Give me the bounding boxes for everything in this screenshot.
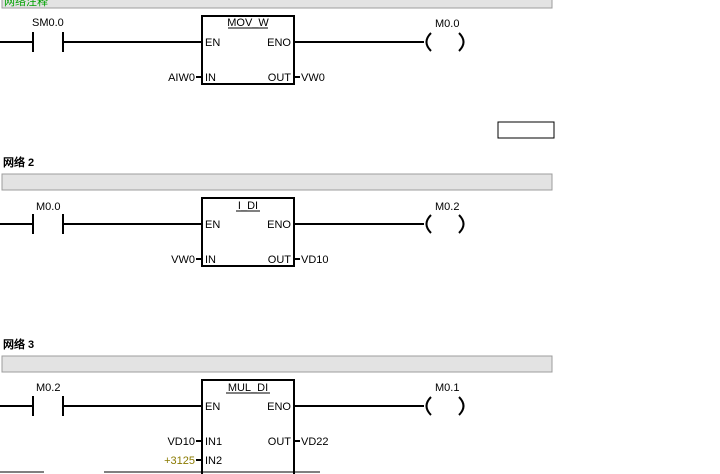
eno-pin: ENO — [267, 37, 291, 49]
eno-pin: ENO — [267, 401, 291, 413]
contact-label: M0.2 — [36, 382, 60, 394]
coil-label: M0.1 — [435, 382, 459, 394]
out-pin: OUT — [268, 436, 292, 448]
en-pin: EN — [205, 401, 220, 413]
in-operand[interactable]: AIW0 — [168, 72, 195, 84]
network-2-comment-bar[interactable] — [1, 173, 553, 191]
box-title: MOV_W — [227, 17, 269, 29]
contact-m0-0[interactable] — [32, 214, 64, 234]
out-operand[interactable]: VD10 — [301, 254, 329, 266]
out-pin: OUT — [268, 72, 292, 84]
in-pin: IN — [205, 254, 216, 266]
contact-label: SM0.0 — [32, 17, 64, 29]
network-3: 网络 3 M0.2 MUL_DI EN ENO IN1 OUT IN2 VD10… — [0, 337, 553, 474]
mul-di-box[interactable]: MUL_DI EN ENO IN1 OUT IN2 — [201, 379, 295, 474]
coil-m0-2[interactable] — [425, 214, 465, 234]
network-2-title[interactable]: 网络 2 — [3, 155, 34, 169]
en-pin: EN — [205, 37, 220, 49]
in2-constant[interactable]: +3125 — [164, 455, 195, 467]
out-operand[interactable]: VW0 — [301, 72, 325, 84]
out-pin: OUT — [268, 254, 292, 266]
network-2: 网络 2 M0.0 I_DI EN ENO IN OUT VW0 VD10 M0… — [0, 155, 553, 267]
network-3-title[interactable]: 网络 3 — [3, 337, 34, 351]
contact-m0-2[interactable] — [32, 396, 64, 416]
in1-pin: IN1 — [205, 436, 222, 448]
in1-operand[interactable]: VD10 — [167, 436, 195, 448]
eno-pin: ENO — [267, 219, 291, 231]
coil-m0-0[interactable] — [425, 32, 465, 52]
network-1-comment[interactable]: 网络注释 — [4, 0, 48, 8]
network-1: 网络注释 SM0.0 MOV_W EN ENO IN OUT AIW0 VW0 … — [0, 0, 553, 85]
mov-w-box[interactable]: MOV_W EN ENO IN OUT — [201, 15, 295, 85]
coil-m0-1[interactable] — [425, 396, 465, 416]
network-3-comment-bar[interactable] — [1, 355, 553, 373]
coil-label: M0.0 — [435, 18, 459, 30]
contact-label: M0.0 — [36, 201, 60, 213]
box-title: MUL_DI — [228, 382, 268, 394]
en-pin: EN — [205, 219, 220, 231]
edit-field[interactable] — [497, 121, 555, 139]
in-pin: IN — [205, 72, 216, 84]
in2-pin: IN2 — [205, 455, 222, 467]
contact-sm0-0[interactable] — [32, 32, 64, 52]
i-di-box[interactable]: I_DI EN ENO IN OUT — [201, 197, 295, 267]
coil-label: M0.2 — [435, 201, 459, 213]
box-title: I_DI — [238, 200, 258, 212]
out-operand[interactable]: VD22 — [301, 436, 329, 448]
in-operand[interactable]: VW0 — [171, 254, 195, 266]
network-1-comment-bar[interactable] — [1, 0, 553, 9]
